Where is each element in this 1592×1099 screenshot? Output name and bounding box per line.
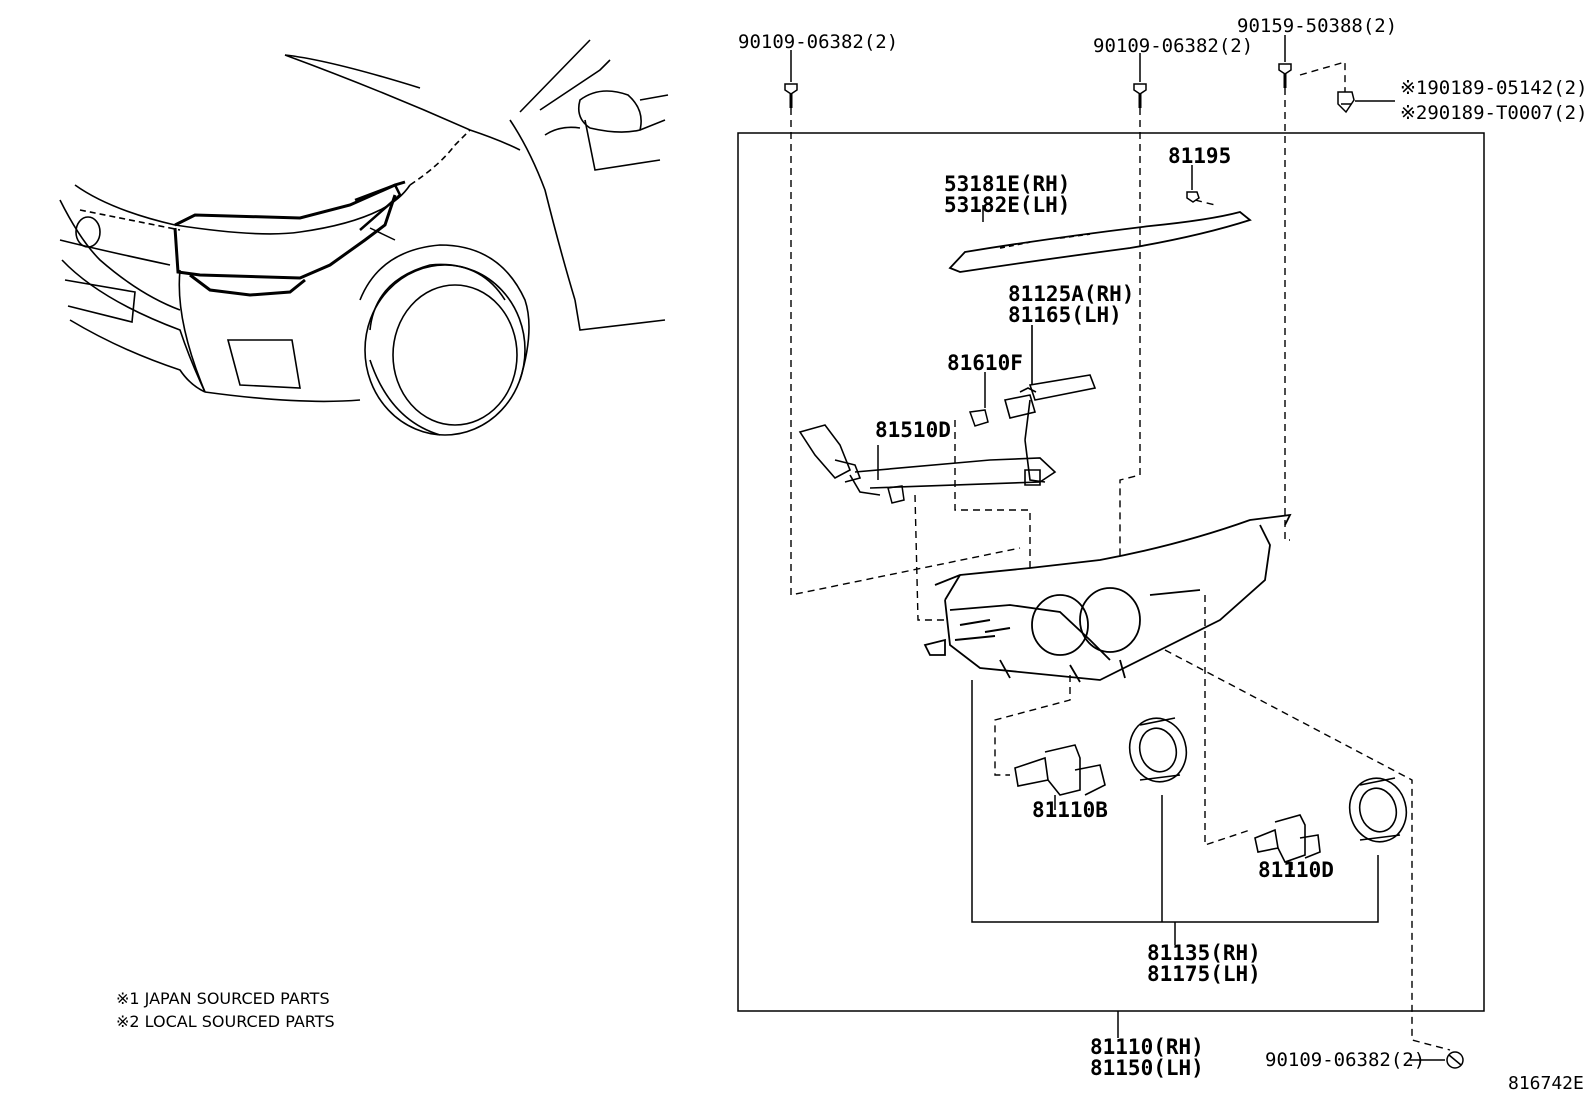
clip-icon <box>1337 91 1355 114</box>
label-socket-rh: 81125A(RH) <box>1008 282 1135 306</box>
label-bulb-81610f: 81610F <box>947 351 1023 375</box>
clip-local-number: 90189-T0007(2) <box>1427 102 1588 124</box>
label-bulb-81510d: 81510D <box>875 418 951 442</box>
bolt-bottom-icon <box>1446 1051 1464 1069</box>
bulb-81110d-icon <box>1254 814 1321 863</box>
note-local-sourced: ※2 LOCAL SOURCED PARTS <box>116 1012 335 1031</box>
label-cover-lh: 81175(LH) <box>1147 962 1261 986</box>
label-bulb-81110d: 81110D <box>1258 858 1334 882</box>
label-bolt-top-mid: 90109-06382(2) <box>1093 35 1254 57</box>
label-bulb-81110b: 81110B <box>1032 798 1108 822</box>
screw-top-right-icon <box>1278 63 1292 88</box>
label-headlamp: 81110(RH) 81150(LH) <box>1090 1037 1204 1079</box>
clip-local-mark: ※2 <box>1400 102 1428 124</box>
note-japan-sourced: ※1 JAPAN SOURCED PARTS <box>116 989 330 1008</box>
label-clip-japan: ※190189-05142(2) <box>1400 78 1588 98</box>
cover-icon <box>1128 717 1408 843</box>
headlamp-assembly-icon <box>923 513 1292 683</box>
screw-81195-icon <box>1186 191 1200 203</box>
label-molding-lh: 53182E(LH) <box>944 193 1071 217</box>
label-cover: 81135(RH) 81175(LH) <box>1147 943 1261 985</box>
cover-bracket <box>971 680 1379 945</box>
socket-wiring-icon <box>798 399 1057 496</box>
molding-icon <box>948 211 1252 273</box>
label-molding: 53181E(RH) 53182E(LH) <box>944 174 1070 216</box>
diagram-id: 816742E <box>1508 1073 1584 1094</box>
label-clip-local: ※290189-T0007(2) <box>1400 103 1588 123</box>
label-headlamp-lh: 81150(LH) <box>1090 1056 1204 1080</box>
label-screw-81195: 81195 <box>1168 144 1232 168</box>
bulb-81610f-icon <box>968 372 989 427</box>
socket-81125a-icon <box>1003 325 1097 419</box>
label-socket: 81125A(RH) 81165(LH) <box>1008 284 1134 326</box>
label-bolt-top-left: 90109-06382(2) <box>738 31 899 53</box>
label-socket-lh: 81165(LH) <box>1008 303 1122 327</box>
clip-japan-mark: ※1 <box>1400 77 1428 99</box>
label-screw-top-right: 90159-50388(2) <box>1237 15 1398 37</box>
label-cover-rh: 81135(RH) <box>1147 941 1261 965</box>
bolt-top-mid-icon <box>1133 83 1147 108</box>
bulb-81510d-icon <box>887 485 905 504</box>
bolt-top-left-icon <box>784 83 798 108</box>
label-molding-rh: 53181E(RH) <box>944 172 1071 196</box>
label-headlamp-rh: 81110(RH) <box>1090 1035 1204 1059</box>
label-bolt-bottom: 90109-06382(2) <box>1265 1049 1426 1071</box>
clip-japan-number: 90189-05142(2) <box>1427 77 1588 99</box>
assembly-frame <box>737 132 1485 1012</box>
car-front-illustration <box>59 39 669 436</box>
bulb-81110b-icon <box>1014 744 1106 796</box>
